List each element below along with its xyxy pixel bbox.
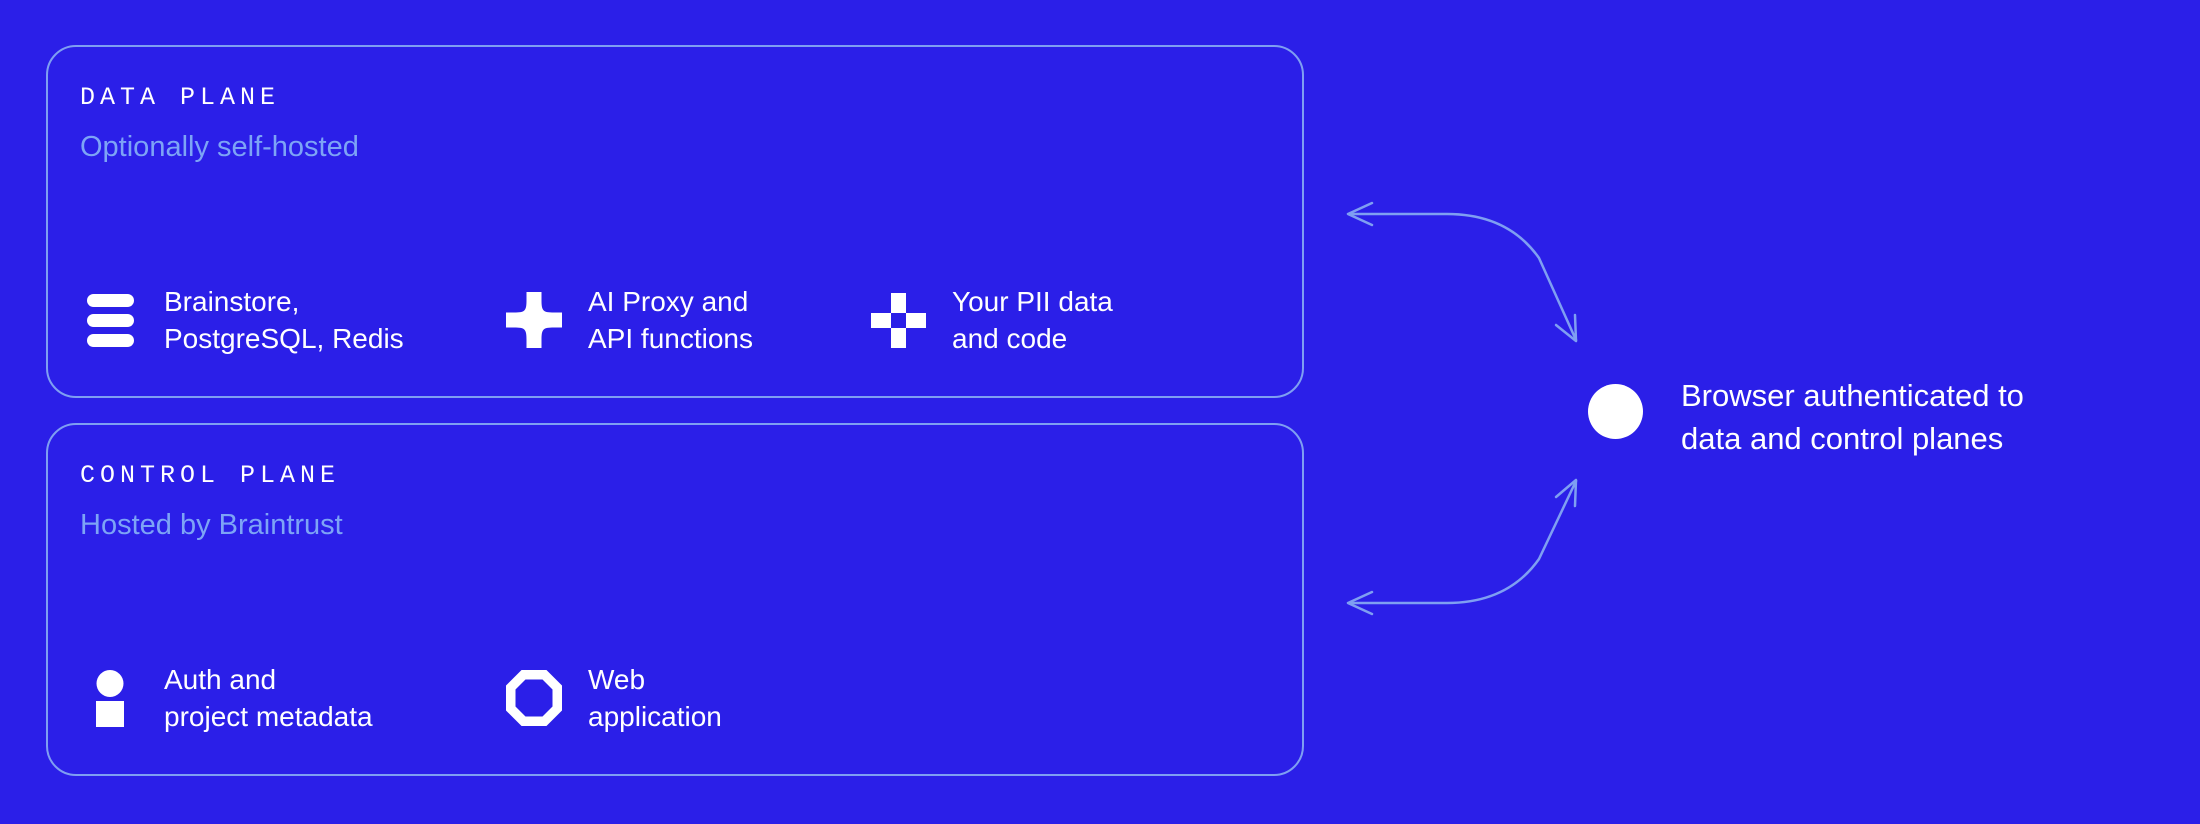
database-stack-icon: [82, 291, 138, 349]
control-plane-title: CONTROL PLANE: [80, 461, 341, 490]
octagon-icon: [506, 669, 562, 727]
browser-circle-icon: [1588, 384, 1643, 439]
control-plane-item-auth: Auth and project metadata: [82, 661, 373, 735]
control-plane-subtitle: Hosted by Braintrust: [80, 509, 343, 541]
sparkle-icon: [506, 291, 562, 349]
data-plane-title: DATA PLANE: [80, 83, 281, 112]
item-label: AI Proxy and API functions: [588, 286, 753, 354]
item-label: Auth and project metadata: [164, 664, 373, 732]
data-plane-subtitle: Optionally self-hosted: [80, 131, 359, 163]
data-plane-item-proxy: AI Proxy and API functions: [506, 283, 753, 357]
data-plane-item-pii: Your PII data and code: [870, 283, 1113, 357]
item-label: Your PII data and code: [952, 286, 1113, 354]
data-plane-box: DATA PLANE Optionally self-hosted Brains…: [46, 45, 1304, 398]
data-plane-item-storage: Brainstore, PostgreSQL, Redis: [82, 283, 404, 357]
plus-icon: [870, 291, 926, 349]
item-label: Web application: [588, 664, 722, 732]
control-plane-box: CONTROL PLANE Hosted by Braintrust Auth …: [46, 423, 1304, 776]
control-plane-browser-arrow: [1346, 478, 1578, 616]
data-plane-browser-arrow: [1346, 201, 1578, 343]
item-label: Brainstore, PostgreSQL, Redis: [164, 286, 404, 354]
control-plane-item-webapp: Web application: [506, 661, 722, 735]
browser-label: Browser authenticated to data and contro…: [1681, 378, 2024, 456]
person-icon: [82, 669, 138, 727]
